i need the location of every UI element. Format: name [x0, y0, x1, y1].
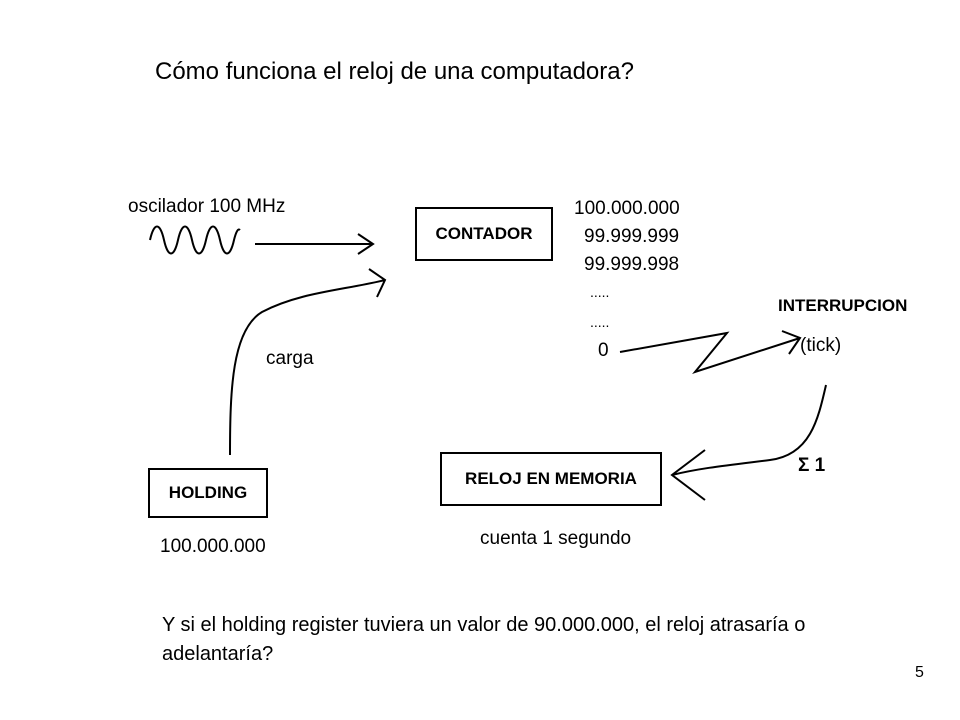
holding-box-label: HOLDING — [168, 483, 248, 502]
load-arrow — [229, 268, 387, 456]
holding-box: HOLDING — [148, 468, 268, 518]
slide-number: 5 — [915, 664, 924, 681]
slide-title: Cómo funciona el reloj de una computador… — [155, 58, 634, 85]
tick-label: (tick) — [800, 335, 842, 356]
interrupt-label: INTERRUPCION — [778, 296, 908, 315]
counter-ellipsis-1: ..... — [590, 284, 610, 300]
holding-value: 100.000.000 — [160, 536, 266, 557]
sum-label: Σ 1 — [798, 455, 826, 476]
question-text: Y si el holding register tuviera un valo… — [162, 614, 806, 665]
oscillator-wave-icon — [149, 225, 241, 255]
counter-value-1: 100.000.000 — [574, 198, 680, 219]
oscillator-arrow — [255, 233, 375, 255]
counter-ellipsis-2: ..... — [590, 314, 610, 330]
interrupt-zigzag-arrow — [619, 330, 802, 375]
clock-memory-box-label: RELOJ EN MEMORIA — [465, 469, 637, 488]
counter-box-label: CONTADOR — [435, 224, 533, 243]
counter-value-3: 99.999.998 — [584, 254, 680, 275]
clock-caption: cuenta 1 segundo — [480, 528, 632, 549]
counter-value-2: 99.999.999 — [584, 226, 680, 247]
load-label: carga — [266, 348, 314, 369]
counter-box: CONTADOR — [415, 207, 553, 261]
counter-value-zero: 0 — [598, 340, 609, 361]
oscillator-label: oscilador 100 MHz — [128, 196, 286, 217]
sum-arrow — [670, 384, 827, 501]
clock-memory-box: RELOJ EN MEMORIA — [440, 452, 662, 506]
